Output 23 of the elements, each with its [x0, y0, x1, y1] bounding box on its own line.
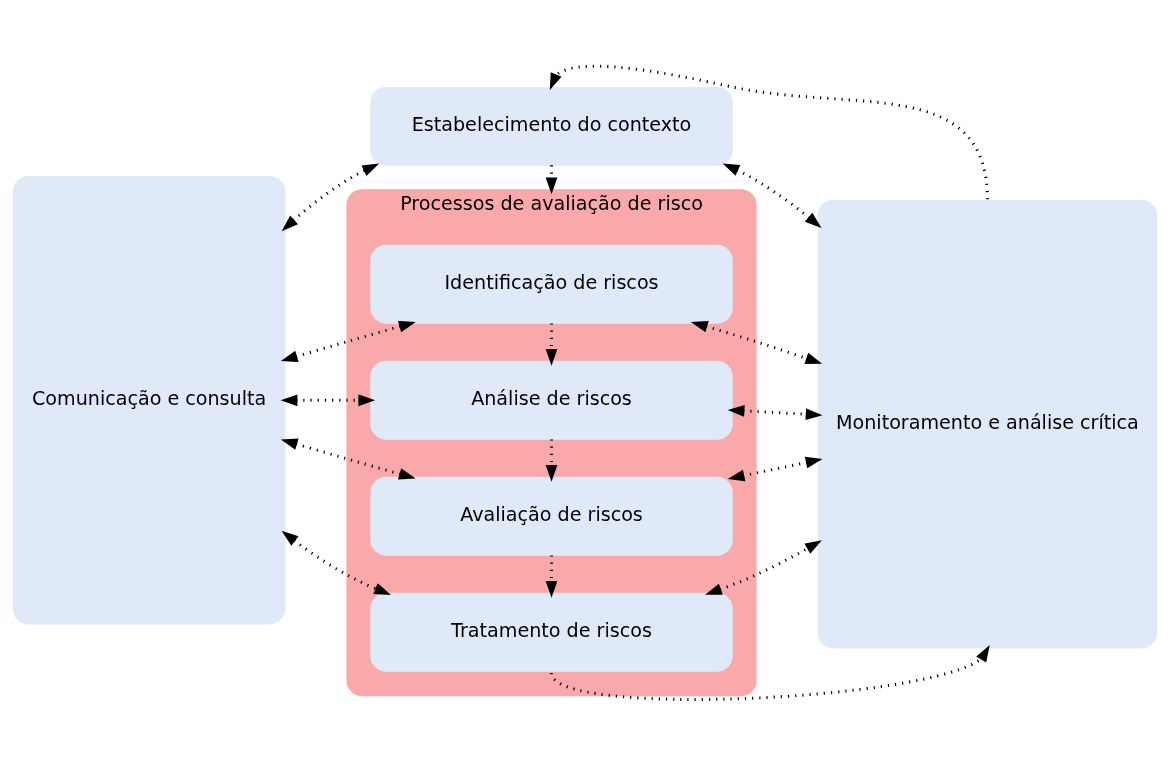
node-box: Tratamento de riscos: [370, 592, 733, 672]
arrow: [705, 540, 822, 595]
arrow: [550, 645, 990, 701]
arrow: [690, 321, 823, 364]
node-box: Comunicação e consulta: [12, 176, 286, 625]
arrow: [545, 439, 558, 482]
node-box: Monitoramento e análise crítica: [817, 199, 1158, 649]
arrow: [549, 64, 989, 200]
arrow: [727, 404, 823, 421]
arrow: [280, 438, 416, 480]
arrow: [280, 394, 376, 407]
node-box: Análise de riscos: [370, 360, 733, 440]
arrow: [545, 323, 558, 366]
arrow: [727, 456, 823, 482]
node-box: Identificação de riscos: [370, 244, 733, 324]
node-box: Estabelecimento do contexto: [370, 86, 733, 166]
node-box: Avaliação de riscos: [370, 476, 733, 556]
arrow: [722, 163, 822, 229]
arrow: [545, 555, 558, 598]
arrow: [280, 320, 416, 362]
arrow: [281, 163, 380, 232]
arrow: [545, 165, 558, 195]
arrow: [281, 530, 391, 595]
